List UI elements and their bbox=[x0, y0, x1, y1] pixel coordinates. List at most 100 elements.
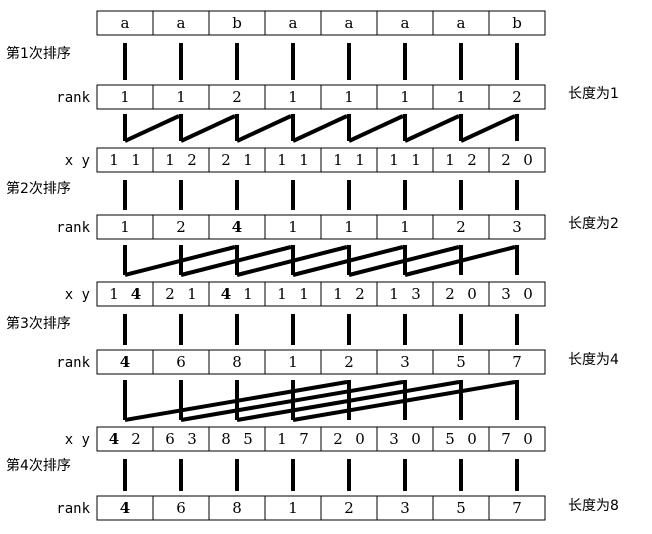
xy2-x-value: 3 bbox=[501, 285, 511, 303]
xy2-x-value: 1 bbox=[333, 285, 343, 303]
rank1-cell bbox=[264, 84, 322, 110]
xy1-x-value: 1 bbox=[389, 151, 399, 169]
rank4-cell bbox=[264, 495, 322, 521]
xy2-x-value: 1 bbox=[277, 285, 287, 303]
rank4-row-label: rank bbox=[56, 501, 90, 517]
xy2-cell bbox=[264, 281, 322, 307]
xy3-y-value: 2 bbox=[131, 430, 141, 448]
xy3-row-label: x y bbox=[65, 432, 90, 448]
rank2-value: 1 bbox=[344, 218, 354, 236]
pair-len1-diagonal bbox=[180, 114, 236, 143]
xy2-x-value: 1 bbox=[109, 285, 119, 303]
xy2-y-value: 4 bbox=[131, 285, 141, 303]
stage-1-label: 第1次排序 bbox=[6, 45, 71, 62]
xy2-x-value: 2 bbox=[165, 285, 175, 303]
rank1-value: 1 bbox=[456, 88, 466, 106]
rank1-value: 2 bbox=[232, 88, 242, 106]
rank1-cell bbox=[96, 84, 154, 110]
xy1-cell bbox=[152, 147, 210, 173]
rank2-row-label: rank bbox=[56, 220, 90, 236]
xy3-x-value: 2 bbox=[333, 430, 343, 448]
length-4-label: 长度为8 bbox=[568, 498, 619, 514]
xy2-y-value: 1 bbox=[299, 285, 309, 303]
rank4-cell bbox=[96, 495, 154, 521]
xy2-cell bbox=[488, 281, 546, 307]
rank1-cell bbox=[376, 84, 434, 110]
xy3-y-value: 0 bbox=[523, 430, 533, 448]
rank2-cell bbox=[488, 214, 546, 240]
xy3-cell bbox=[96, 426, 154, 452]
xy1-x-value: 1 bbox=[165, 151, 175, 169]
rank2-value: 1 bbox=[400, 218, 410, 236]
rank3-value: 1 bbox=[288, 353, 298, 371]
rank2-cell bbox=[208, 214, 266, 240]
rank2-value: 2 bbox=[456, 218, 466, 236]
xy2-cell bbox=[432, 281, 490, 307]
xy1-cell bbox=[208, 147, 266, 173]
xy3-x-value: 7 bbox=[501, 430, 511, 448]
rank4-value: 7 bbox=[512, 499, 522, 517]
xy3-x-value: 8 bbox=[221, 430, 231, 448]
xy2-y-value: 0 bbox=[467, 285, 477, 303]
xy2-y-value: 1 bbox=[187, 285, 197, 303]
rank1-cell bbox=[432, 84, 490, 110]
rank1-value: 1 bbox=[176, 88, 186, 106]
length-1-label: 长度为1 bbox=[568, 86, 619, 102]
xy3-cell bbox=[152, 426, 210, 452]
pair-len1-diagonal bbox=[460, 114, 516, 143]
xy1-y-value: 2 bbox=[467, 151, 477, 169]
chars-cell bbox=[488, 10, 546, 36]
xy1-cell bbox=[376, 147, 434, 173]
xy1-cell bbox=[488, 147, 546, 173]
rank3-value: 4 bbox=[120, 353, 130, 371]
rank3-value: 2 bbox=[344, 353, 354, 371]
chars-cell bbox=[152, 10, 210, 36]
stage-4-label: 第4次排序 bbox=[6, 457, 71, 474]
xy1-x-value: 1 bbox=[109, 151, 119, 169]
chars-value: a bbox=[177, 14, 186, 32]
stage-3-label: 第3次排序 bbox=[6, 315, 71, 332]
rank3-value: 5 bbox=[456, 353, 466, 371]
rank2-cell bbox=[264, 214, 322, 240]
rank2-value: 1 bbox=[120, 218, 130, 236]
pair-len1-diagonal bbox=[124, 114, 180, 143]
rank1-cell bbox=[488, 84, 546, 110]
xy1-x-value: 2 bbox=[221, 151, 231, 169]
xy3-cell bbox=[376, 426, 434, 452]
chars-cell bbox=[208, 10, 266, 36]
length-3-label: 长度为4 bbox=[568, 352, 619, 368]
chars-cell bbox=[320, 10, 378, 36]
rank2-value: 1 bbox=[288, 218, 298, 236]
xy2-x-value: 1 bbox=[389, 285, 399, 303]
xy3-x-value: 3 bbox=[389, 430, 399, 448]
chars-value: a bbox=[289, 14, 298, 32]
pair-len1-diagonal bbox=[404, 114, 460, 143]
rank3-cell bbox=[488, 349, 546, 375]
xy2-y-value: 2 bbox=[355, 285, 365, 303]
chars-value: a bbox=[457, 14, 466, 32]
rank4-cell bbox=[376, 495, 434, 521]
rank4-cell bbox=[152, 495, 210, 521]
xy3-y-value: 5 bbox=[243, 430, 253, 448]
chars-value: a bbox=[345, 14, 354, 32]
xy2-x-value: 2 bbox=[445, 285, 455, 303]
xy3-y-value: 7 bbox=[299, 430, 309, 448]
rank1-cell bbox=[320, 84, 378, 110]
rank1-row-label: rank bbox=[56, 90, 90, 106]
rank2-value: 3 bbox=[512, 218, 522, 236]
xy1-cell bbox=[96, 147, 154, 173]
xy2-y-value: 1 bbox=[243, 285, 253, 303]
rank2-cell bbox=[376, 214, 434, 240]
xy1-y-value: 0 bbox=[523, 151, 533, 169]
xy1-x-value: 1 bbox=[333, 151, 343, 169]
xy2-y-value: 0 bbox=[523, 285, 533, 303]
rank4-value: 5 bbox=[456, 499, 466, 517]
rank1-value: 1 bbox=[344, 88, 354, 106]
xy1-y-value: 2 bbox=[187, 151, 197, 169]
xy3-cell bbox=[208, 426, 266, 452]
xy1-y-value: 1 bbox=[411, 151, 421, 169]
xy3-cell bbox=[432, 426, 490, 452]
rank4-value: 2 bbox=[344, 499, 354, 517]
xy2-cell bbox=[376, 281, 434, 307]
